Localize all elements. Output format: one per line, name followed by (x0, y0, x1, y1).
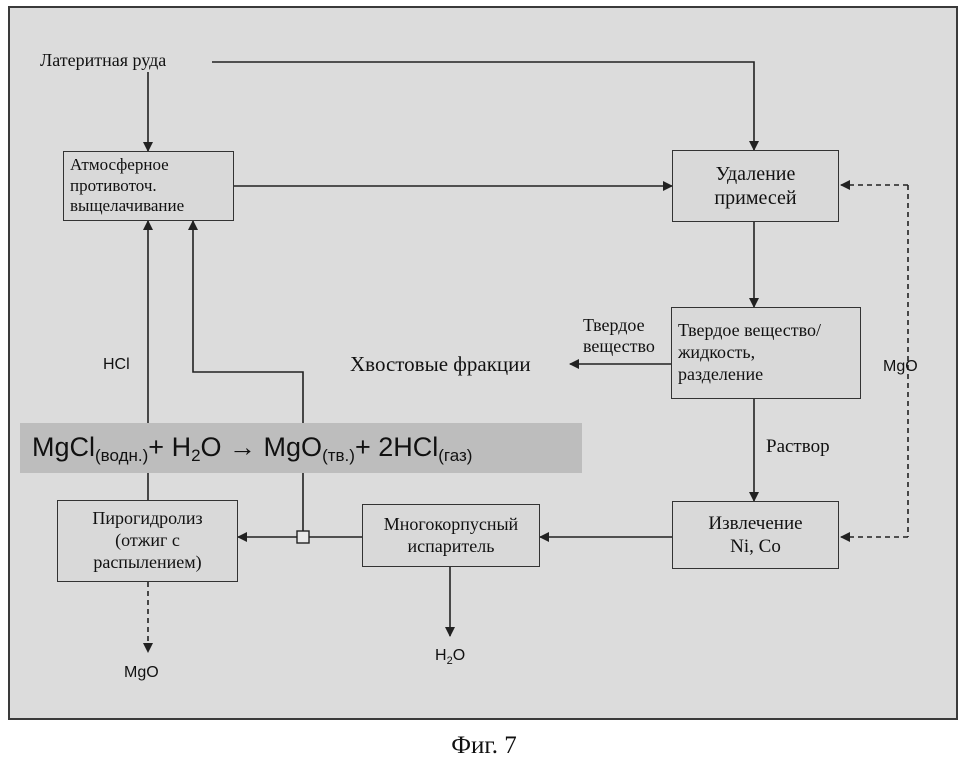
figure-caption: Фиг. 7 (0, 732, 968, 760)
eq-sub-3: (тв.) (322, 446, 355, 465)
node-extraction-label: Извлечение Ni, Co (708, 512, 802, 558)
node-solid-liquid-separation: Твердое вещество/ жидкость, разделение (671, 307, 861, 399)
arrow-junction-to-leaching (193, 221, 303, 531)
node-pyrohydrolysis-label: Пирогидролиз (отжиг с распылением) (92, 508, 202, 574)
node-ni-co-extraction: Извлечение Ni, Co (672, 501, 839, 569)
reaction-equation: MgCl(водн.)+ H2O → MgO(тв.)+ 2HCl(газ) (32, 432, 472, 466)
node-multi-effect-evaporator: Многокорпусный испаритель (362, 504, 540, 567)
eq-sub-1: (водн.) (95, 446, 148, 465)
eq-part-2: + H (148, 432, 191, 462)
arrow-ore-to-impurity (212, 62, 754, 150)
eq-sub-2: 2 (191, 446, 200, 465)
node-impurity-removal-label: Удаление примесей (714, 162, 796, 211)
node-impurity-removal: Удаление примесей (672, 150, 839, 222)
node-evaporator-label: Многокорпусный испаритель (384, 514, 518, 558)
eq-sub-4: (газ) (438, 446, 472, 465)
label-mgo-recycle: MgO (883, 358, 918, 376)
label-solution: Раствор (766, 436, 830, 458)
label-hcl: HCl (103, 356, 130, 374)
eq-part-1: MgCl (32, 432, 95, 462)
label-water-o: O (453, 647, 465, 664)
eq-part-3: O → MgO (201, 432, 323, 462)
label-solid: Твердое вещество (583, 315, 655, 356)
eq-part-4: + 2HCl (355, 432, 438, 462)
label-water-product: H2O (435, 647, 465, 668)
node-leaching: Атмосферное противоточ. выщелачивание (63, 151, 234, 221)
label-water-h: H (435, 647, 447, 664)
node-separation-label: Твердое вещество/ жидкость, разделение (678, 320, 821, 386)
label-mgo-product: MgO (124, 664, 159, 682)
junction-node (297, 531, 309, 543)
node-pyrohydrolysis: Пирогидролиз (отжиг с распылением) (57, 500, 238, 582)
source-label-ore: Латеритная руда (40, 50, 166, 71)
node-leaching-label: Атмосферное противоточ. выщелачивание (70, 155, 184, 217)
label-tailings: Хвостовые фракции (350, 352, 531, 376)
